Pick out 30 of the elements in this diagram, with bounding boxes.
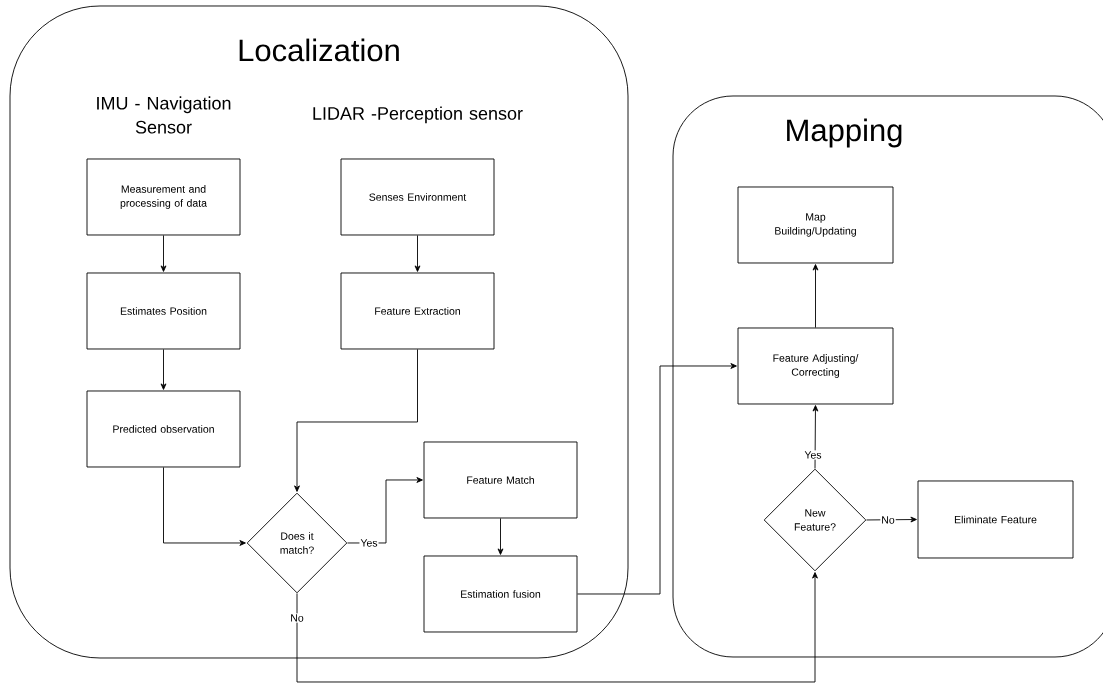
arrow <box>294 349 418 492</box>
process-box: Predicted observation <box>86 390 241 468</box>
arrow <box>812 405 819 469</box>
edge-label: No <box>880 515 896 525</box>
group-title: Mapping <box>787 118 902 148</box>
arrow <box>347 477 423 544</box>
arrow <box>812 264 819 328</box>
process-box: Map Building/Updating <box>737 186 894 264</box>
arrow <box>497 518 504 555</box>
column-heading: LIDAR -Perception sensor <box>313 106 523 124</box>
arrow <box>163 467 246 546</box>
arrow <box>160 235 167 272</box>
edge-label: Yes <box>359 538 379 548</box>
edge-label: No <box>289 613 305 623</box>
group-title: Localization <box>239 38 399 62</box>
edge-label: Yes <box>803 450 823 460</box>
process-box: Senses Environment <box>340 158 495 236</box>
process-box: Feature Extraction <box>340 272 495 350</box>
arrow <box>866 516 917 523</box>
process-box: Feature Match <box>423 441 578 519</box>
process-box: Estimates Position <box>86 272 241 350</box>
arrow <box>160 349 167 390</box>
arrow <box>296 572 818 683</box>
arrow <box>414 235 421 272</box>
process-box: Estimation fusion <box>423 555 578 633</box>
process-box: Feature Adjusting/ Correcting <box>737 327 894 405</box>
arrow <box>577 363 737 595</box>
process-box: Eliminate Feature <box>917 480 1074 559</box>
column-heading: IMU - Navigation Sensor <box>97 96 231 134</box>
process-box: Measurement and processing of data <box>86 158 241 236</box>
